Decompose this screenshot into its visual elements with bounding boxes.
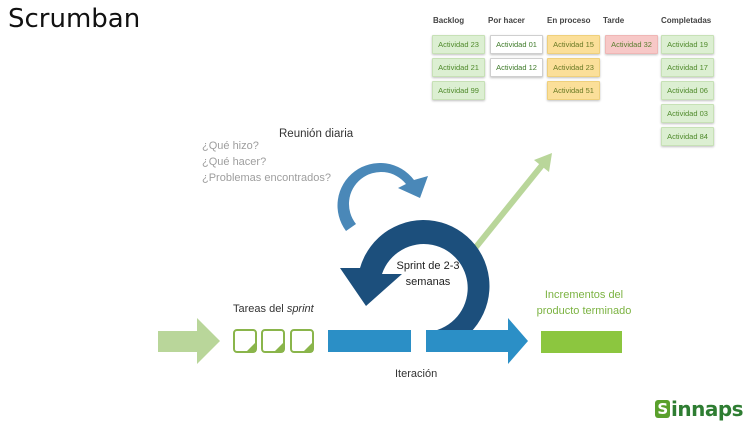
sprint-tasks-italic: sprint [286,303,314,315]
output-arrow [426,318,528,364]
task-card: Actividad 21 [432,58,485,77]
column-header-backlog: Backlog [433,16,465,25]
question-text: ¿Qué hizo? [202,140,259,152]
task-icons [233,329,314,353]
page-title: Scrumban [8,4,141,34]
column-header-por-hacer: Por hacer [488,16,525,25]
daily-meeting-label: Reunión diaria [279,128,354,140]
task-card: Actividad 12 [490,58,543,77]
task-icon [233,329,257,353]
column-header-tarde: Tarde [603,16,625,25]
task-card: Actividad 17 [661,58,714,77]
sprint-duration-label: Sprint de 2-3 semanas [396,260,460,288]
task-card: Actividad 23 [432,35,485,54]
sprint-cycle-arrow [340,220,490,352]
task-card: Actividad 03 [661,104,714,123]
iteration-label: Iteración [395,368,438,380]
daily-meeting-arrow [337,163,428,231]
increment-diagonal-arrow [469,153,552,254]
increments-label: Incrementos del producto terminado [536,289,632,317]
sprint-tasks-prefix: Tareas del [233,303,287,315]
question-text: ¿Qué hacer? [202,156,267,168]
task-card: Actividad 23 [547,58,600,77]
column-header-completadas: Completadas [661,16,712,25]
question-text: ¿Problemas encontrados? [202,172,332,184]
sprint-tasks-label: Tareas del sprint [233,303,314,315]
task-card: Actividad 99 [432,81,485,100]
increment-bar [541,331,622,353]
sprint-bar-left [328,330,411,352]
task-card: Actividad 84 [661,127,714,146]
task-card: Actividad 01 [490,35,543,54]
logo-text: innaps [671,397,744,421]
input-arrow [158,318,220,364]
logo-letter: S [655,400,670,418]
task-card: Actividad 19 [661,35,714,54]
kanban-board: Backlog Por hacer En proceso Tarde Compl… [425,14,725,164]
task-icon [261,329,285,353]
task-icon [290,329,314,353]
task-card: Actividad 32 [605,35,658,54]
task-card: Actividad 15 [547,35,600,54]
column-header-en-proceso: En proceso [547,16,591,25]
task-card: Actividad 06 [661,81,714,100]
task-card: Actividad 51 [547,81,600,100]
